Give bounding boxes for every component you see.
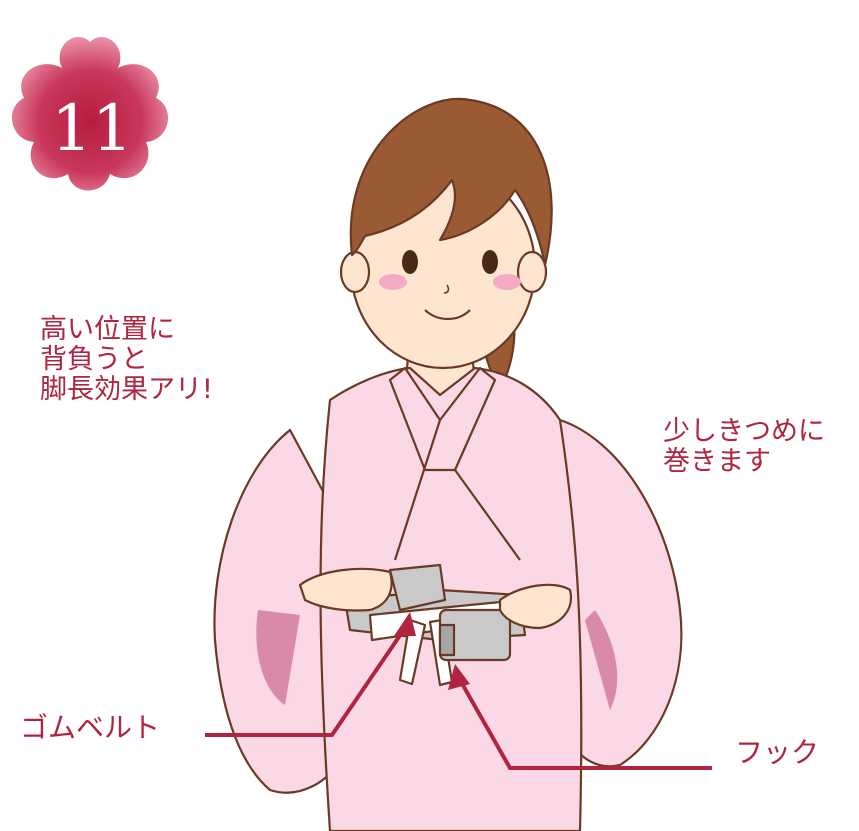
note-right: 少しきつめに 巻きます [663,417,825,477]
lapel-fold-2 [454,469,521,561]
ear-right [516,250,548,294]
lapel-fold [393,419,442,561]
note-left-line-2: 背負うと [40,344,148,375]
note-left: 高い位置に 背負うと 脚長効果アリ! [40,315,213,405]
arrow-belt-icon [394,612,416,636]
mouth [424,309,471,321]
step-number: 11 [51,92,132,166]
belt-loop-left [398,618,427,686]
hand-right [498,583,573,630]
leader-lines [205,626,712,770]
woman-figure [213,97,683,831]
arrow-hook-icon [448,664,470,690]
hand-left [298,567,393,612]
belt-folded-left [388,563,447,612]
label-elastic-belt: ゴムベルト [20,711,161,744]
nose [443,284,450,294]
sakura-badge-icon: 11 [11,37,169,191]
hook-clasp [438,623,456,657]
eye-left [402,250,418,274]
cheek-right [493,274,521,290]
sleeve-left-lining [256,610,300,705]
note-left-line-1: 高い位置に [40,314,175,345]
cheek-left [379,274,407,290]
sleeve-right-lining [585,610,618,710]
note-right-line-2: 巻きます [663,446,771,477]
eye-right [482,250,498,274]
note-right-line-1: 少しきつめに [663,416,825,447]
label-hook: フック [735,736,820,769]
collar [388,366,497,472]
leader-hook [458,679,712,770]
leader-belt [205,626,407,737]
note-left-line-3: 脚長効果アリ! [40,374,213,405]
ear-left [339,250,371,294]
arrowheads [394,612,470,690]
hair [349,97,553,267]
